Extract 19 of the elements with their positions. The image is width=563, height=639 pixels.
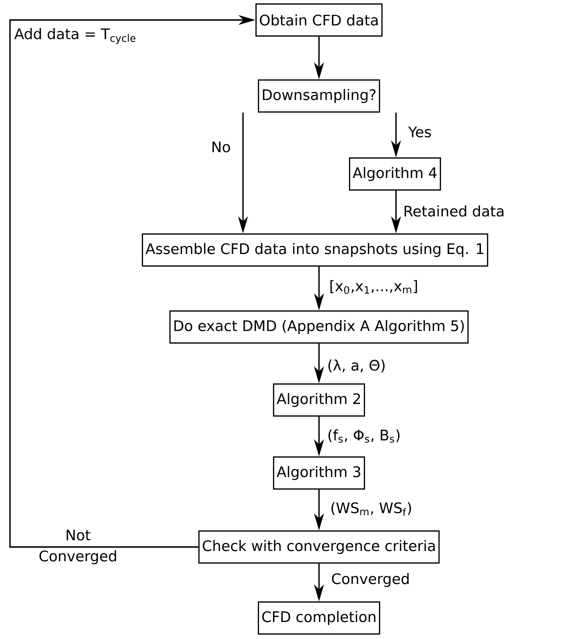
edge-label: Yes bbox=[408, 126, 431, 138]
process-box: Check with convergence criteria bbox=[198, 530, 440, 564]
edge-label: (f$_{s}$, Φ$_{s}$, B$_{s}$) bbox=[328, 429, 400, 443]
process-box: Algorithm 4 bbox=[348, 157, 442, 191]
edge-label: Retained data bbox=[404, 205, 504, 217]
edge-label: Converged bbox=[332, 572, 409, 588]
edge-label: (WS$_{m}$, WS$_{f}$) bbox=[331, 502, 412, 516]
process-box: CFD completion bbox=[258, 601, 380, 635]
process-box: Downsampling? bbox=[258, 79, 380, 113]
process-box: Do exact DMD (Appendix A Algorithm 5) bbox=[169, 310, 469, 344]
process-box: Algorithm 2 bbox=[272, 383, 366, 417]
edge-label: (λ, a, Θ) bbox=[328, 360, 385, 372]
edge-label: No bbox=[212, 142, 230, 152]
process-box: Algorithm 3 bbox=[272, 456, 366, 490]
edge-label: Not Converged bbox=[39, 530, 116, 564]
edge-label: [x$_{0}$,x$_{1}$,...,x$_{m}$] bbox=[330, 280, 417, 294]
process-box: Obtain CFD data bbox=[255, 3, 383, 37]
process-box: Assemble CFD data into snapshots using Eq. 1 bbox=[142, 233, 488, 267]
loop-label: Add data = T$_{cycle}$ bbox=[14, 28, 136, 44]
